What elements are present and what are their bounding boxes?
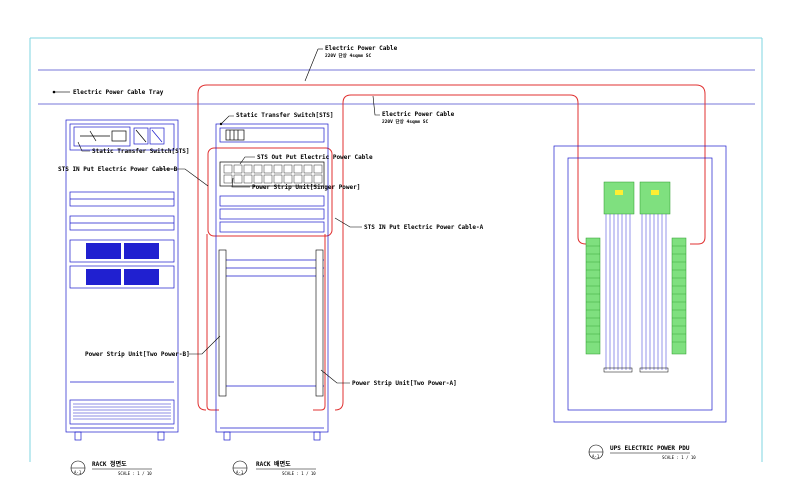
pdu-breaker-dividers bbox=[586, 245, 686, 343]
title-block-pdu: A-1 UPS ELECTRIC POWER PDU SCALE : 1 / 1… bbox=[588, 444, 696, 460]
pdu-scale: SCALE : 1 / 10 bbox=[662, 455, 696, 460]
pdu-title: UPS ELECTRIC POWER PDU bbox=[610, 445, 690, 452]
label-sts-out: STS Out Put Electric Power Cable bbox=[257, 154, 373, 161]
back-scale: SCALE : 1 / 10 bbox=[282, 471, 316, 476]
front-title: RACK 정면도 bbox=[92, 460, 127, 468]
label-psu-single: Power Strip Unit[Singer Power] bbox=[252, 184, 360, 191]
label-cable-mid: Electric Power Cable bbox=[382, 111, 455, 118]
label-cable-top-spec: 220V 단상 4sqmm SC bbox=[325, 52, 371, 59]
title-block-front: A-1 RACK 정면도 SCALE : 1 / 10 bbox=[70, 460, 152, 476]
leader-lines bbox=[77, 95, 380, 384]
pdu-bus-caps bbox=[603, 367, 669, 373]
pdu-tag: A-1 bbox=[592, 454, 600, 459]
label-sts-in-b: STS IN Put Electric Power Cable-B bbox=[58, 166, 178, 173]
power-strip-two-a bbox=[315, 249, 324, 397]
label-sts-in-a: STS IN Put Electric Power Cable-A bbox=[364, 224, 484, 231]
pdu-breaker-left-column bbox=[585, 237, 601, 355]
cable-top-leader bbox=[304, 48, 323, 82]
label-cable-tray: Electric Power Cable Tray bbox=[73, 89, 164, 96]
pdu-breaker-right-column bbox=[671, 237, 687, 355]
sts-enclosure bbox=[207, 147, 333, 237]
title-block-back: A-1 RACK 배면도 SCALE : 1 / 10 bbox=[232, 460, 316, 476]
back-rack-outlets bbox=[223, 164, 323, 184]
label-cable-top: Electric Power Cable bbox=[325, 45, 398, 52]
front-tag: A-1 bbox=[74, 470, 82, 475]
cable-tray bbox=[38, 69, 755, 105]
front-rack-vents bbox=[73, 403, 171, 420]
front-rack-panels bbox=[86, 243, 159, 285]
rack-front-view bbox=[65, 119, 179, 441]
label-sts-left: Static Transfer Switch[STS] bbox=[92, 148, 190, 155]
back-tag: A-1 bbox=[236, 470, 244, 475]
power-cable-routes bbox=[197, 84, 706, 411]
ups-pdu-panel bbox=[553, 145, 727, 423]
pdu-vertical-busbars bbox=[605, 214, 667, 370]
back-title: RACK 배면도 bbox=[256, 460, 291, 468]
label-psu-two-b: Power Strip Unit[Two Power-B] bbox=[85, 351, 190, 358]
sheet-frame bbox=[29, 37, 763, 462]
label-cable-mid-spec: 220V 단상 4sqmm SC bbox=[382, 118, 428, 125]
label-psu-two-a: Power Strip Unit[Two Power-A] bbox=[352, 380, 457, 387]
front-scale: SCALE : 1 / 10 bbox=[118, 471, 152, 476]
pdu-top-breakers bbox=[603, 181, 671, 215]
label-sts-top: Static Transfer Switch[STS] bbox=[236, 112, 334, 119]
power-strip-two-b bbox=[218, 249, 227, 397]
rack-back-view bbox=[215, 123, 329, 441]
